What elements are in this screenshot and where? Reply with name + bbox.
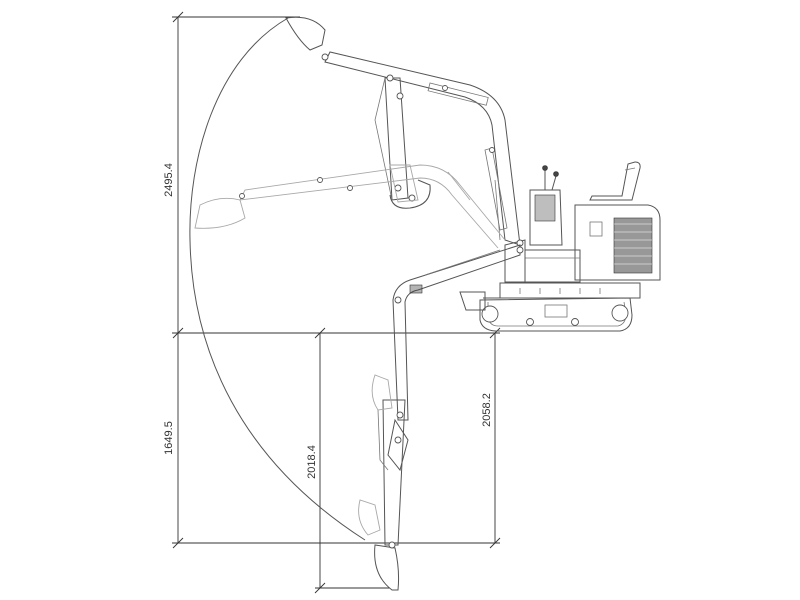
boom-lowered (358, 244, 524, 591)
operator-seat (589, 161, 641, 201)
max-height-label: 2495.4 (163, 163, 175, 197)
undercarriage (459, 282, 641, 332)
max-depth-label: 1649.5 (163, 421, 175, 455)
boom-raised (285, 16, 524, 247)
dimension-labels: 2495.4 1649.5 2018.4 2058.2 (163, 163, 493, 479)
dump-depth-label: 2058.2 (481, 393, 493, 427)
boom-mid-reach-ghost (194, 164, 506, 249)
engine-grille (613, 217, 653, 274)
dimension-lines (172, 11, 501, 594)
upper-structure (504, 161, 661, 283)
reach-envelope-arc (189, 17, 366, 541)
vertical-wall-depth-label: 2018.4 (306, 445, 318, 479)
